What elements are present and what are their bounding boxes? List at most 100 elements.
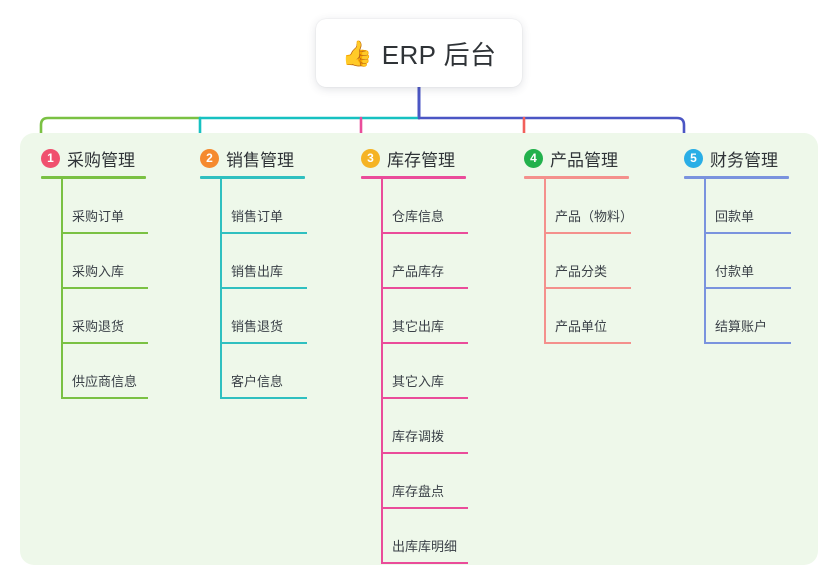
branch-item-underline (544, 342, 631, 344)
branch-item[interactable]: 其它出库 (340, 289, 490, 344)
branch-item-underline (381, 342, 468, 344)
branch-item-label: 库存调拨 (392, 429, 445, 444)
branch-number-badge: 3 (361, 148, 380, 168)
branch-column-1: 1 采购管理采购订单采购入库采购退货供应商信息 (20, 140, 170, 399)
branch-item-underline (61, 397, 148, 399)
branch-item-label: 采购入库 (72, 264, 125, 279)
branch-underline (41, 176, 146, 179)
branch-item[interactable]: 结算账户 (663, 289, 813, 344)
branch-spine (61, 179, 63, 399)
branch-title: 库存管理 (387, 150, 455, 170)
branch-underline (684, 176, 789, 179)
branch-item-label: 产品（物料） (555, 209, 634, 224)
branch-item-underline (704, 232, 791, 234)
branch-title: 采购管理 (67, 150, 135, 170)
branch-header-4[interactable]: 4 产品管理 (503, 140, 653, 176)
branch-item-underline (381, 452, 468, 454)
branch-item-list: 采购订单采购入库采购退货供应商信息 (20, 179, 170, 399)
thumbs-up-icon: 👍 (341, 39, 373, 68)
branch-item-underline (381, 397, 468, 399)
branch-item-label: 销售订单 (231, 209, 284, 224)
branch-item[interactable]: 产品单位 (503, 289, 653, 344)
branch-item-label: 其它出库 (392, 319, 445, 334)
branch-item[interactable]: 客户信息 (179, 344, 329, 399)
branch-item-label: 付款单 (715, 264, 755, 279)
branch-number-badge: 4 (524, 148, 543, 168)
branch-item[interactable]: 销售订单 (179, 179, 329, 234)
branch-item-underline (220, 232, 307, 234)
branch-item[interactable]: 出库库明细 (340, 509, 490, 564)
branch-item[interactable]: 销售退货 (179, 289, 329, 344)
branch-item-underline (704, 342, 791, 344)
branch-item-list: 仓库信息产品库存其它出库其它入库库存调拨库存盘点出库库明细 (340, 179, 490, 564)
branch-item-underline (61, 342, 148, 344)
branch-underline (361, 176, 466, 179)
branch-item-label: 产品库存 (392, 264, 445, 279)
branch-item[interactable]: 产品库存 (340, 234, 490, 289)
root-node-erp-backend[interactable]: 👍 ERP 后台 (316, 19, 522, 87)
root-node-label: ERP 后台 (381, 39, 497, 70)
branch-item-underline (381, 507, 468, 509)
branch-item[interactable]: 产品（物料） (503, 179, 653, 234)
branch-header-5[interactable]: 5 财务管理 (663, 140, 813, 176)
branch-item-label: 出库库明细 (392, 539, 458, 554)
branch-item-underline (381, 232, 468, 234)
branch-item-label: 采购退货 (72, 319, 125, 334)
branch-item-label: 产品分类 (555, 264, 608, 279)
branch-item-underline (381, 562, 468, 564)
branch-item-underline (704, 287, 791, 289)
branch-title: 财务管理 (710, 150, 778, 170)
branch-item-underline (220, 342, 307, 344)
branch-number-badge: 2 (200, 148, 219, 168)
branch-item-underline (61, 287, 148, 289)
branch-item-label: 仓库信息 (392, 209, 445, 224)
branch-item[interactable]: 采购订单 (20, 179, 170, 234)
branch-item-list: 销售订单销售出库销售退货客户信息 (179, 179, 329, 399)
branch-item[interactable]: 产品分类 (503, 234, 653, 289)
branch-item-underline (544, 287, 631, 289)
branch-item[interactable]: 销售出库 (179, 234, 329, 289)
branch-item[interactable]: 仓库信息 (340, 179, 490, 234)
branch-item-list: 回款单付款单结算账户 (663, 179, 813, 344)
branch-item-label: 供应商信息 (72, 374, 138, 389)
branch-spine (381, 179, 383, 564)
branch-item-underline (544, 232, 631, 234)
branch-column-4: 4 产品管理产品（物料） 产品分类产品单位 (503, 140, 653, 344)
branch-item[interactable]: 供应商信息 (20, 344, 170, 399)
branch-item[interactable]: 库存调拨 (340, 399, 490, 454)
branch-item-label: 客户信息 (231, 374, 284, 389)
branch-item-label: 其它入库 (392, 374, 445, 389)
branch-item-underline (220, 287, 307, 289)
branch-item-label: 结算账户 (715, 319, 768, 334)
branch-item[interactable]: 库存盘点 (340, 454, 490, 509)
branch-item-label: 销售出库 (231, 264, 284, 279)
branch-spine (704, 179, 706, 344)
branch-item-underline (381, 287, 468, 289)
branch-column-5: 5 财务管理回款单付款单结算账户 (663, 140, 813, 344)
branch-spine (220, 179, 222, 399)
branch-item-label: 库存盘点 (392, 484, 445, 499)
branch-item-label: 产品单位 (555, 319, 608, 334)
branch-item[interactable]: 其它入库 (340, 344, 490, 399)
branch-number-badge: 5 (684, 148, 703, 168)
branch-spine (544, 179, 546, 344)
branch-header-1[interactable]: 1 采购管理 (20, 140, 170, 176)
branch-item-label: 采购订单 (72, 209, 125, 224)
branch-item[interactable]: 采购入库 (20, 234, 170, 289)
branch-header-3[interactable]: 3 库存管理 (340, 140, 490, 176)
branch-item-underline (61, 232, 148, 234)
branch-item-underline (220, 397, 307, 399)
branch-item[interactable]: 回款单 (663, 179, 813, 234)
branch-item[interactable]: 付款单 (663, 234, 813, 289)
branch-item-label: 回款单 (715, 209, 755, 224)
branch-underline (200, 176, 305, 179)
branch-item[interactable]: 采购退货 (20, 289, 170, 344)
branch-column-3: 3 库存管理仓库信息产品库存其它出库其它入库库存调拨库存盘点出库库明细 (340, 140, 490, 564)
branch-number-badge: 1 (41, 148, 60, 168)
branch-item-list: 产品（物料） 产品分类产品单位 (503, 179, 653, 344)
diagram-panel (20, 133, 818, 565)
branch-title: 产品管理 (550, 150, 618, 170)
